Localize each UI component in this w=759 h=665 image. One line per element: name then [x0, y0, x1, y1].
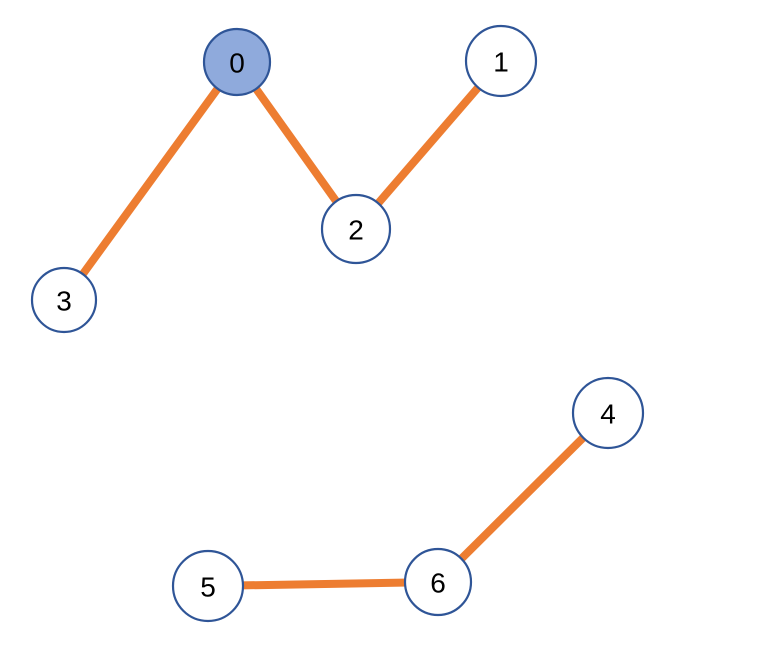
- node-circle-highlighted[interactable]: [202, 27, 272, 97]
- node-3[interactable]: 3: [30, 266, 98, 334]
- node-1[interactable]: 1: [464, 24, 538, 98]
- node-circle[interactable]: [320, 193, 392, 265]
- node-6[interactable]: 6: [403, 547, 473, 617]
- node-circle[interactable]: [171, 549, 245, 623]
- node-0[interactable]: 0: [202, 27, 272, 97]
- edge-0-3: [60, 59, 241, 303]
- node-layer: 0 1 2 3 4 5 6: [30, 24, 645, 623]
- node-label: 6: [430, 568, 446, 599]
- node-label: 1: [493, 47, 509, 78]
- edge-layer: [60, 58, 611, 590]
- node-4[interactable]: 4: [571, 376, 645, 450]
- node-circle[interactable]: [403, 547, 473, 617]
- node-2[interactable]: 2: [320, 193, 392, 265]
- node-label: 4: [600, 399, 616, 430]
- node-circle[interactable]: [464, 24, 538, 98]
- edge-1-2: [352, 58, 505, 232]
- node-label: 3: [56, 286, 72, 317]
- node-5[interactable]: 5: [171, 549, 245, 623]
- edge-4-6: [435, 410, 611, 585]
- node-circle[interactable]: [571, 376, 645, 450]
- node-label: 0: [229, 48, 245, 79]
- node-label: 2: [348, 215, 364, 246]
- edge-5-6: [207, 578, 439, 590]
- node-circle[interactable]: [30, 266, 98, 334]
- node-label: 5: [200, 572, 216, 603]
